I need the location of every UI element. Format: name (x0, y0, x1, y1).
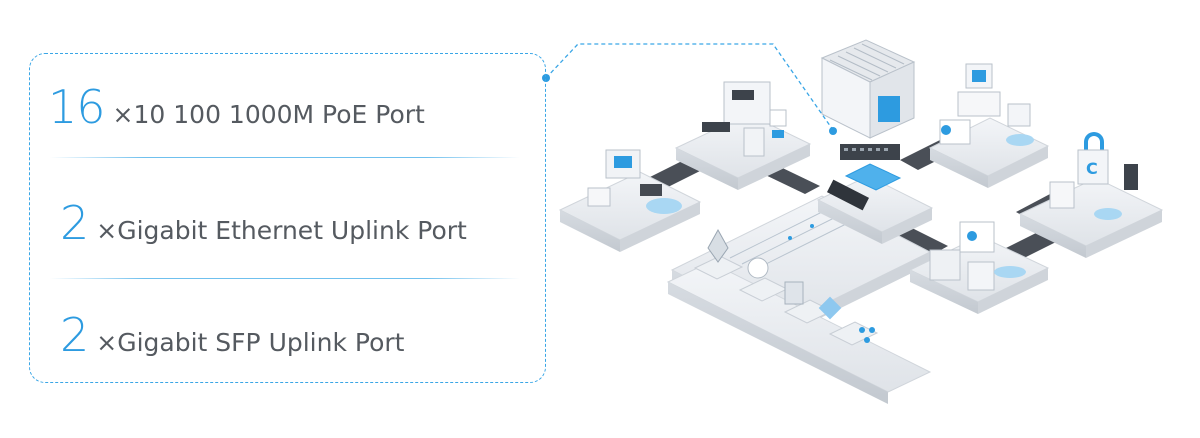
divider (50, 278, 520, 279)
spec-row-poe-ports: 16 ×10 100 1000M PoE Port (48, 80, 425, 134)
divider (50, 157, 520, 158)
svg-text:C: C (1086, 159, 1098, 178)
switch-tower (816, 39, 934, 244)
right-platform: C (1018, 132, 1164, 258)
spec-row-ethernet-uplink: 2 ×Gigabit Ethernet Uplink Port (60, 196, 467, 250)
bottom-right-platform (908, 221, 1050, 314)
left-platform (558, 149, 702, 252)
top-left-platform (674, 81, 812, 190)
sfp-uplink-label: ×Gigabit SFP Uplink Port (96, 328, 405, 357)
spec-panel: 16 ×10 100 1000M PoE Port 2 ×Gigabit Eth… (29, 53, 546, 383)
poe-port-count: 16 (48, 80, 106, 134)
connector-dot-left (542, 74, 550, 82)
connector-line (545, 43, 834, 131)
sfp-uplink-count: 2 (60, 308, 89, 362)
spec-row-sfp-uplink: 2 ×Gigabit SFP Uplink Port (60, 308, 404, 362)
top-right-platform (928, 63, 1050, 188)
ethernet-uplink-count: 2 (60, 196, 89, 250)
poe-port-label: ×10 100 1000M PoE Port (112, 100, 425, 129)
icon-strip-platform (666, 228, 932, 404)
ethernet-uplink-label: ×Gigabit Ethernet Uplink Port (96, 216, 467, 245)
connector-dot-right (829, 127, 837, 135)
